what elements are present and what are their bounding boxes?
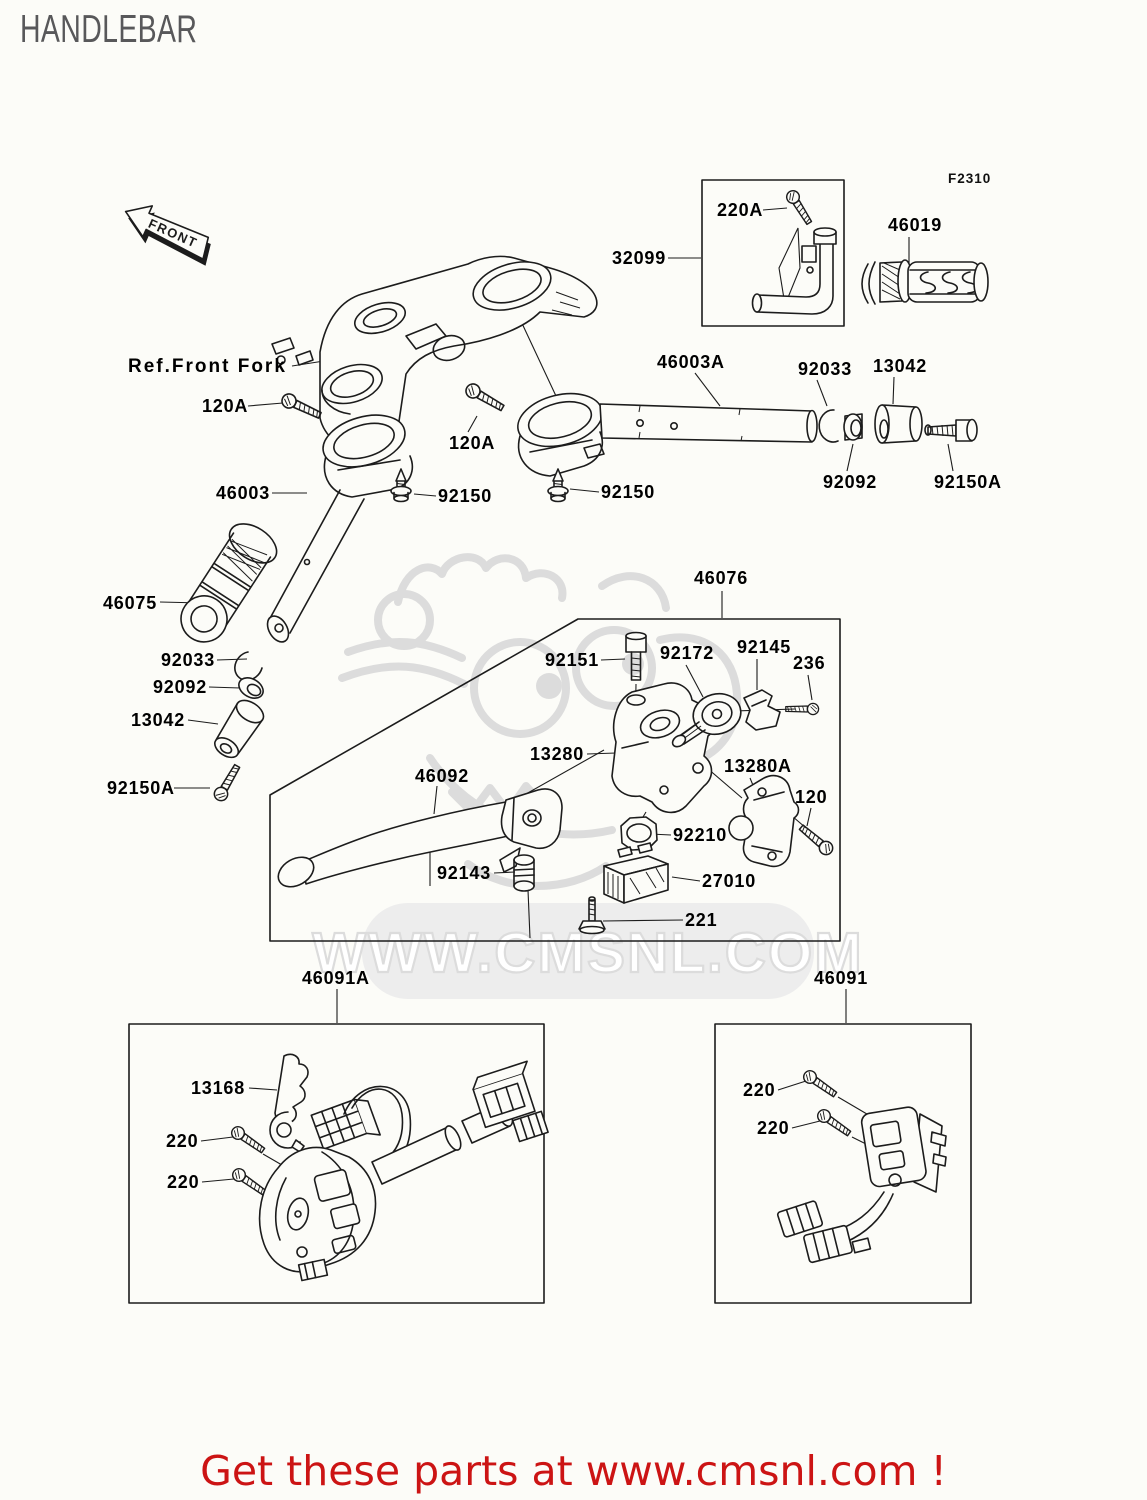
part-label-220-c: 220 — [743, 1080, 776, 1100]
throttle-cable-box — [701, 179, 845, 327]
part-label-92092-left: 92092 — [153, 677, 208, 697]
part-label-13168: 13168 — [191, 1078, 246, 1098]
triple-clamp-drawing — [271, 255, 598, 457]
part-label-92150A-top: 92150A — [934, 472, 1002, 492]
part-label-46092: 46092 — [415, 766, 470, 786]
left-grip-drawing — [180, 523, 278, 804]
figure-code: F2310 — [948, 171, 992, 186]
footer-promo-link[interactable]: Get these parts at www.cmsnl.com ! — [200, 1447, 947, 1495]
watermark-mascot — [338, 553, 742, 890]
front-arrow-marker: FRONT — [124, 205, 211, 266]
part-label-92150-left: 92150 — [438, 486, 493, 506]
part-label-27010: 27010 — [702, 871, 757, 891]
part-label-13280: 13280 — [530, 744, 585, 764]
part-label-46091A: 46091A — [302, 968, 370, 988]
part-label-220-b: 220 — [167, 1172, 200, 1192]
left-handlebar-drawing — [266, 390, 414, 643]
part-label-120A-left: 120A — [202, 396, 249, 416]
right-handlebar-drawing — [462, 380, 818, 503]
part-label-92092-top: 92092 — [823, 472, 878, 492]
part-label-92033-top: 92033 — [798, 359, 853, 379]
watermark-banner — [362, 903, 814, 999]
part-label-120A-right: 120A — [449, 433, 496, 453]
part-label-221: 221 — [685, 910, 718, 930]
part-label-92145: 92145 — [737, 637, 792, 657]
left-switch-housing-box — [128, 1023, 549, 1304]
master-cylinder-box — [269, 618, 841, 942]
throttle-grip-drawing — [861, 259, 989, 305]
part-label-46091: 46091 — [814, 968, 869, 988]
part-label-92150-right: 92150 — [601, 482, 656, 502]
part-label-46019: 46019 — [888, 215, 943, 235]
ref-front-fork-label: Ref.Front Fork — [128, 356, 287, 377]
part-label-46075: 46075 — [103, 593, 158, 613]
bar-end-parts-drawing — [818, 404, 978, 444]
part-label-92143: 92143 — [437, 863, 492, 883]
page-title: HANDLEBAR — [20, 8, 198, 51]
part-label-220-a: 220 — [166, 1131, 199, 1151]
part-label-92172: 92172 — [660, 643, 715, 663]
part-label-13280A: 13280A — [724, 756, 792, 776]
part-label-46003A: 46003A — [657, 352, 725, 372]
part-label-32099: 32099 — [612, 248, 667, 268]
right-switch-housing-box — [714, 1023, 972, 1304]
part-label-13042-top: 13042 — [873, 356, 928, 376]
part-label-46003: 46003 — [216, 483, 271, 503]
part-label-220-d: 220 — [757, 1118, 790, 1138]
part-label-92033-left: 92033 — [161, 650, 216, 670]
part-label-120: 120 — [795, 787, 828, 807]
part-label-220A: 220A — [717, 200, 764, 220]
part-label-92151: 92151 — [545, 650, 600, 670]
part-label-46076: 46076 — [694, 568, 749, 588]
part-label-92150A-left: 92150A — [107, 778, 175, 798]
part-label-13042-left: 13042 — [131, 710, 186, 730]
part-label-236: 236 — [793, 653, 826, 673]
part-label-92210: 92210 — [673, 825, 728, 845]
